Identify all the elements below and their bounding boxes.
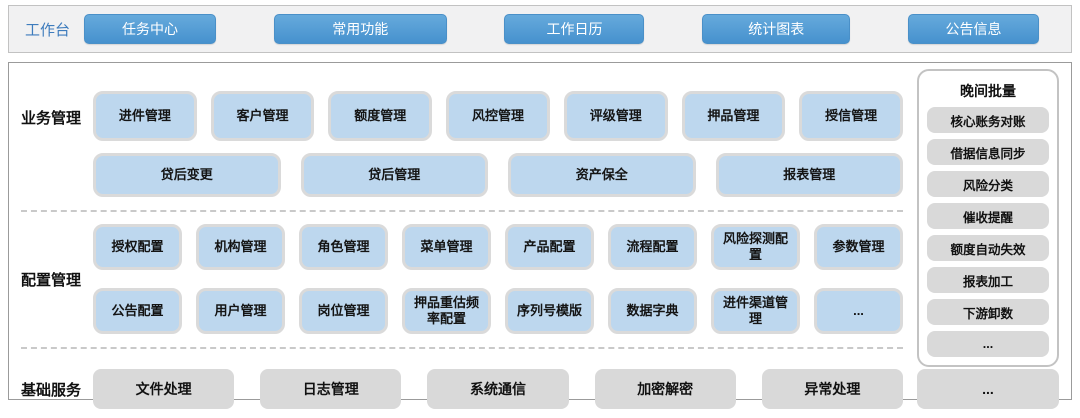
- module-box[interactable]: 资产保全: [508, 153, 696, 197]
- upper-area: 业务管理 进件管理客户管理额度管理风控管理评级管理押品管理授信管理 贷后变更贷后…: [9, 63, 1071, 367]
- section-label-services: 基础服务: [21, 381, 82, 399]
- section-label-config: 配置管理: [21, 271, 82, 289]
- module-box[interactable]: 授权配置: [93, 224, 182, 270]
- night-batch-title: 晚间批量: [960, 83, 1016, 99]
- module-box[interactable]: 进件渠道管 理: [711, 288, 800, 334]
- module-box[interactable]: 授信管理: [799, 91, 903, 141]
- topbar-button[interactable]: 任务中心: [84, 14, 217, 44]
- business-row-2: 贷后变更贷后管理资产保全报表管理: [93, 153, 903, 197]
- module-box[interactable]: 产品配置: [505, 224, 594, 270]
- service-box[interactable]: 系统通信: [427, 369, 569, 409]
- batch-item[interactable]: 风险分类: [927, 171, 1049, 197]
- topbar-button[interactable]: 公告信息: [907, 14, 1039, 44]
- services-row: 文件处理日志管理系统通信加密解密异常处理: [93, 369, 903, 409]
- batch-item[interactable]: 下游卸数: [927, 299, 1049, 325]
- module-box[interactable]: 序列号模版: [505, 288, 594, 334]
- batch-item[interactable]: 核心账务对账: [927, 107, 1049, 133]
- module-box[interactable]: 公告配置: [93, 288, 182, 334]
- service-box[interactable]: 日志管理: [260, 369, 402, 409]
- module-box[interactable]: 用户管理: [196, 288, 285, 334]
- module-sections: 业务管理 进件管理客户管理额度管理风控管理评级管理押品管理授信管理 贷后变更贷后…: [21, 69, 903, 367]
- section-basic-services: 基础服务 文件处理日志管理系统通信加密解密异常处理 ...: [9, 367, 1071, 418]
- module-box[interactable]: 数据字典: [608, 288, 697, 334]
- module-box[interactable]: 报表管理: [715, 153, 903, 197]
- module-box[interactable]: 菜单管理: [402, 224, 491, 270]
- business-row-1: 进件管理客户管理额度管理风控管理评级管理押品管理授信管理: [93, 91, 903, 141]
- module-box[interactable]: 客户管理: [210, 91, 315, 141]
- night-batch-list: 核心账务对账借据信息同步风险分类催收提醒额度自动失效报表加工下游卸数...: [927, 107, 1049, 357]
- module-box[interactable]: 贷后管理: [300, 153, 488, 197]
- section-business-management: 业务管理 进件管理客户管理额度管理风控管理评级管理押品管理授信管理 贷后变更贷后…: [21, 69, 903, 197]
- service-box[interactable]: 异常处理: [761, 369, 903, 409]
- module-box[interactable]: 岗位管理: [299, 288, 388, 334]
- topbar-button[interactable]: 常用功能: [273, 14, 447, 44]
- module-box[interactable]: 押品重估频 率配置: [402, 288, 491, 334]
- workbench-topbar: 工作台 任务中心 常用功能 工作日历 统计图表 公告信息: [8, 5, 1072, 53]
- batch-item[interactable]: ...: [927, 331, 1049, 357]
- batch-item[interactable]: 借据信息同步: [927, 139, 1049, 165]
- module-box[interactable]: 参数管理: [814, 224, 903, 270]
- config-row-2: 公告配置用户管理岗位管理押品重估频 率配置序列号模版数据字典进件渠道管 理...: [93, 288, 903, 334]
- config-row-1: 授权配置机构管理角色管理菜单管理产品配置流程配置风险探测配 置参数管理: [93, 224, 903, 270]
- main-panel: 业务管理 进件管理客户管理额度管理风控管理评级管理押品管理授信管理 贷后变更贷后…: [8, 62, 1072, 409]
- section-divider: [21, 210, 903, 212]
- module-box[interactable]: 进件管理: [93, 91, 197, 141]
- service-box[interactable]: 文件处理: [93, 369, 235, 409]
- services-more-box[interactable]: ...: [917, 369, 1059, 409]
- module-box[interactable]: 评级管理: [563, 91, 668, 141]
- topbar-button[interactable]: 统计图表: [702, 14, 851, 44]
- batch-item[interactable]: 催收提醒: [927, 203, 1049, 229]
- module-box[interactable]: 额度管理: [328, 91, 433, 141]
- module-box[interactable]: ...: [814, 288, 903, 334]
- module-box[interactable]: 角色管理: [299, 224, 388, 270]
- topbar-button-group: 任务中心 常用功能 工作日历 统计图表 公告信息: [70, 14, 1071, 44]
- module-box[interactable]: 贷后变更: [93, 153, 281, 197]
- module-box[interactable]: 风险探测配 置: [711, 224, 800, 270]
- topbar-button[interactable]: 工作日历: [504, 14, 645, 44]
- service-box[interactable]: 加密解密: [594, 369, 736, 409]
- module-box[interactable]: 流程配置: [608, 224, 697, 270]
- workbench-label: 工作台: [25, 21, 71, 39]
- batch-item[interactable]: 额度自动失效: [927, 235, 1049, 261]
- module-box[interactable]: 风控管理: [446, 91, 550, 141]
- batch-item[interactable]: 报表加工: [927, 267, 1049, 293]
- section-label-business: 业务管理: [21, 110, 82, 127]
- section-divider: [21, 347, 903, 349]
- night-batch-panel: 晚间批量 核心账务对账借据信息同步风险分类催收提醒额度自动失效报表加工下游卸数.…: [917, 69, 1059, 367]
- section-config-management: 配置管理 授权配置机构管理角色管理菜单管理产品配置流程配置风险探测配 置参数管理…: [21, 224, 903, 334]
- module-box[interactable]: 机构管理: [196, 224, 285, 270]
- module-box[interactable]: 押品管理: [681, 91, 786, 141]
